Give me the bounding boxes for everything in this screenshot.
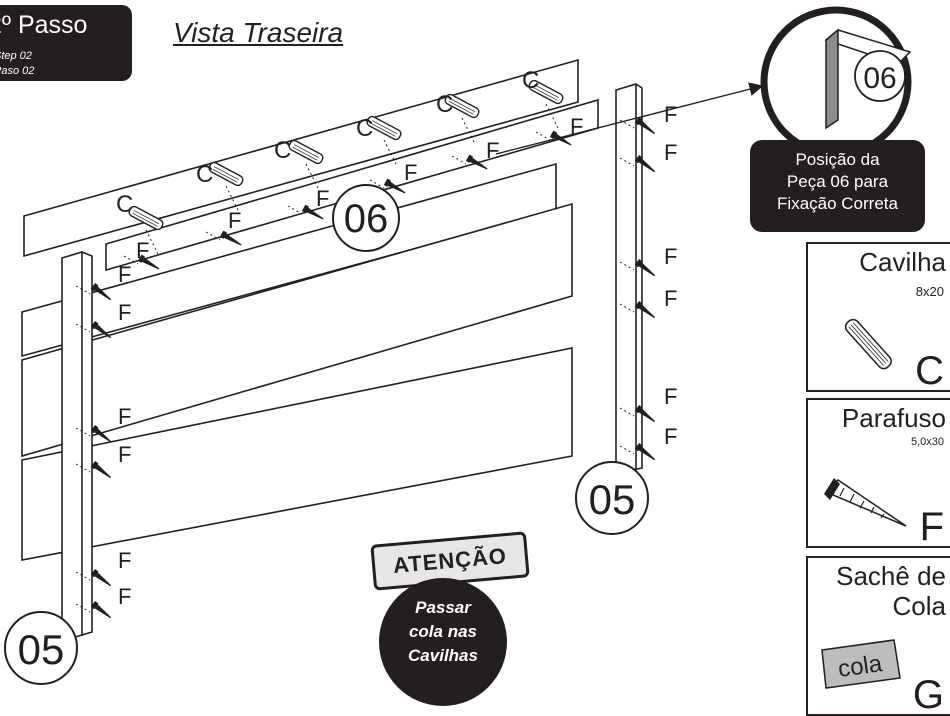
screw — [90, 424, 112, 443]
dowel — [128, 205, 164, 231]
step-title: 2º Passo — [0, 11, 88, 39]
screw — [383, 178, 406, 194]
screw — [90, 600, 112, 619]
dowel — [366, 115, 402, 141]
dowel — [208, 161, 244, 187]
screw-letter: F — [664, 384, 677, 409]
slat-2 — [21, 202, 573, 458]
position-callout-line-1: Posição da — [795, 150, 880, 169]
svg-text:05: 05 — [18, 626, 65, 673]
part-glue-card: Sachê de Cola cola G — [806, 556, 950, 716]
attention-line-3: Cavilhas — [408, 646, 478, 665]
screw — [634, 258, 656, 277]
screw — [301, 204, 324, 220]
slat-3 — [21, 347, 573, 561]
screw — [634, 442, 656, 461]
part-letter: G — [912, 673, 944, 716]
position-callout-line-2: Peça 06 para — [786, 172, 889, 191]
part-letter: C — [915, 349, 944, 392]
right-upright — [615, 83, 643, 473]
screw-letter: F — [118, 442, 131, 467]
piece-06-label: 06 — [332, 184, 400, 252]
screw — [634, 300, 656, 319]
piece-05-right-label: 05 — [575, 461, 649, 535]
screw — [634, 404, 656, 423]
screw — [465, 154, 488, 170]
attention-line-1: Passar — [415, 598, 471, 617]
step-badge: 2º Passo Step 02 Paso 02 — [0, 5, 132, 81]
screw — [634, 116, 656, 135]
screw-letter: F — [664, 244, 677, 269]
step-line-en: Step 02 — [0, 50, 32, 62]
dowel — [288, 139, 324, 165]
screw-letter: F — [664, 286, 677, 311]
dowel-letter: C — [356, 115, 373, 142]
part-name-line-1: Sachê de — [836, 561, 946, 591]
screw-letter: F — [118, 262, 131, 287]
part-size: 5,0x30 — [910, 436, 944, 448]
part-screw-card: Parafuso 5,0x30 F — [806, 398, 950, 548]
screw-letter: F — [118, 404, 131, 429]
svg-text:06: 06 — [863, 62, 896, 95]
dowel-group — [128, 79, 564, 231]
glue-sachet-icon: cola — [821, 639, 901, 689]
dowel-letter: C — [116, 191, 133, 218]
position-callout-box: Posição da Peça 06 para Fixação Correta — [750, 140, 925, 232]
dowel-letter: C — [196, 161, 213, 188]
attention-note: Passar cola nas Cavilhas — [379, 578, 507, 706]
part-name: Parafuso — [841, 403, 946, 433]
screw — [219, 230, 242, 246]
screw-letter: F — [664, 424, 677, 449]
screw-letter: F — [118, 300, 131, 325]
screw-icon — [824, 478, 907, 527]
screw — [90, 282, 112, 301]
screw — [90, 460, 112, 479]
svg-text:06: 06 — [344, 197, 389, 241]
screw-letter: F — [228, 208, 241, 233]
attention-line-2: cola nas — [408, 622, 478, 641]
position-callout-line-3: Fixação Correta — [777, 194, 898, 213]
screw-letter: F — [664, 140, 677, 165]
part-dowel-card: Cavilha 8x20 C — [806, 242, 950, 392]
screw-letter: F — [136, 238, 149, 263]
piece-05-left-label: 05 — [4, 611, 78, 685]
screw-letter: F — [118, 548, 131, 573]
screw — [549, 130, 572, 146]
dowel-letter: C — [436, 91, 453, 118]
left-upright — [61, 251, 93, 639]
screw — [137, 254, 160, 270]
screw-letter: F — [118, 584, 131, 609]
screw — [90, 568, 112, 587]
screw — [634, 154, 656, 173]
part-letter: F — [919, 505, 944, 548]
svg-text:05: 05 — [589, 476, 636, 523]
part-size: 8x20 — [915, 284, 944, 299]
part-name-line-2: Cola — [892, 591, 946, 621]
dowel-letter: C — [522, 67, 539, 94]
part-name: Sachê de Cola — [836, 561, 946, 621]
dowel — [444, 93, 480, 119]
step-line-es: Paso 02 — [0, 65, 35, 77]
screw-letter: F — [404, 160, 417, 185]
view-title: Vista Traseira — [173, 17, 344, 48]
screw-letter: F — [316, 186, 329, 211]
dowel-icon — [844, 318, 892, 370]
screw-letter: F — [486, 138, 499, 163]
top-board — [23, 58, 579, 258]
screw — [90, 320, 112, 339]
dowel-letter: C — [274, 137, 291, 164]
part-name: Cavilha — [859, 247, 946, 277]
panel-boards — [21, 58, 643, 639]
screw-letter: F — [664, 102, 677, 127]
svg-text:cola: cola — [836, 650, 884, 683]
screw-group — [90, 116, 656, 619]
dowel — [528, 79, 564, 105]
